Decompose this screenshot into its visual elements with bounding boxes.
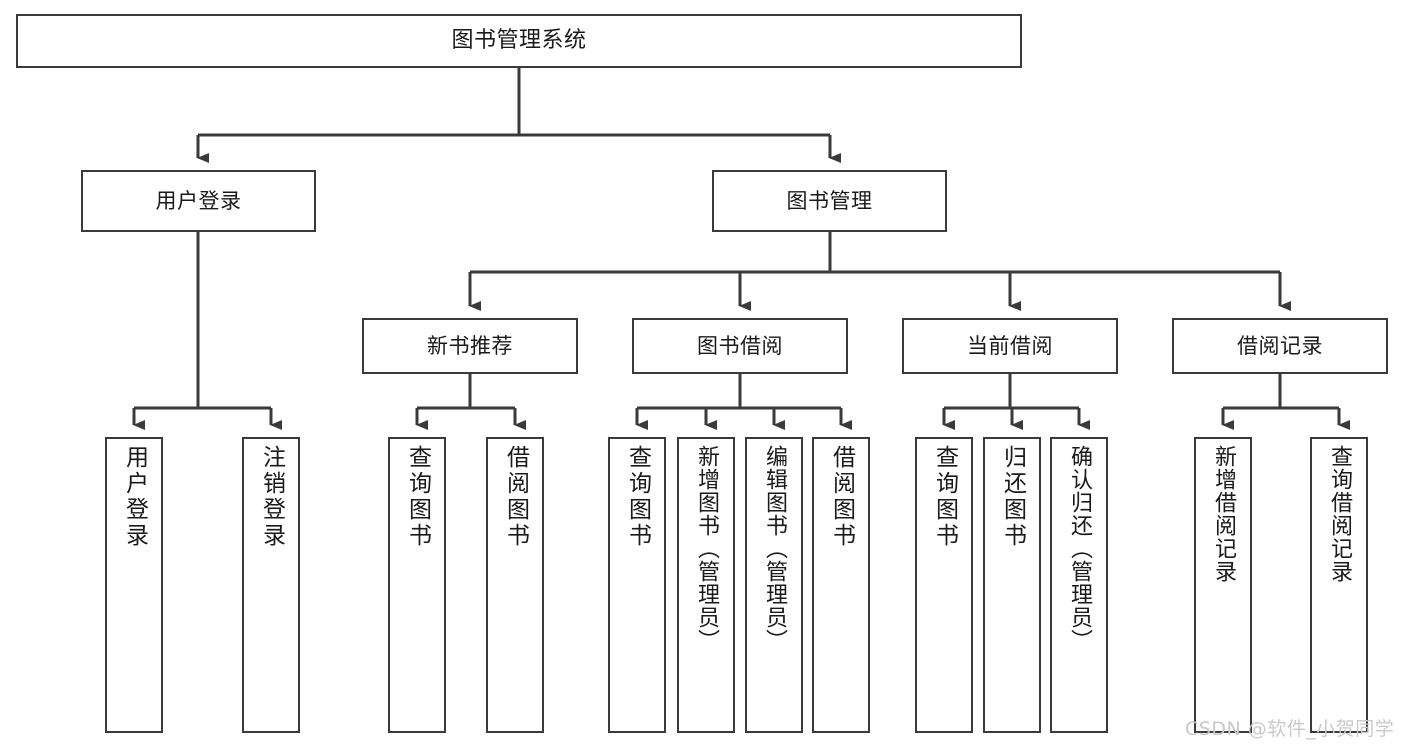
leaf-add-book-admin[interactable]: 新增图书（管理员） — [677, 437, 735, 733]
node-user-login[interactable]: 用户登录 — [81, 170, 316, 232]
node-label: 新增借阅记录 — [1211, 445, 1236, 583]
leaf-user-login[interactable]: 用户登录 — [105, 437, 163, 733]
leaf-return-book[interactable]: 归还图书 — [983, 437, 1041, 733]
leaf-query-borrow-record[interactable]: 查询借阅记录 — [1310, 437, 1368, 733]
csdn-watermark: CSDN @软件_小贺同学 — [1185, 718, 1395, 740]
leaf-query-book-borrow[interactable]: 查询图书 — [608, 437, 666, 733]
leaf-query-book-recommend[interactable]: 查询图书 — [388, 437, 446, 733]
node-label: 查询借阅记录 — [1327, 445, 1352, 583]
node-book-management[interactable]: 图书管理 — [712, 170, 947, 232]
leaf-edit-book-admin[interactable]: 编辑图书（管理员） — [745, 437, 803, 733]
node-label: 图书管理 — [786, 188, 873, 213]
node-label: 新增图书（管理员） — [694, 445, 719, 652]
node-new-book-recommend[interactable]: 新书推荐 — [362, 318, 578, 374]
node-label: 当前借阅 — [967, 333, 1053, 358]
node-current-borrow[interactable]: 当前借阅 — [902, 318, 1118, 374]
node-label: 查询图书 — [931, 445, 958, 549]
node-label: 用户登录 — [121, 445, 148, 549]
node-label: 确认归还（管理员） — [1067, 445, 1092, 652]
node-label: 图书管理系统 — [451, 28, 587, 54]
node-label: 借阅图书 — [828, 445, 855, 549]
leaf-query-book-current[interactable]: 查询图书 — [915, 437, 973, 733]
node-borrow-record[interactable]: 借阅记录 — [1172, 318, 1388, 374]
leaf-add-borrow-record[interactable]: 新增借阅记录 — [1194, 437, 1252, 733]
node-book-borrow[interactable]: 图书借阅 — [632, 318, 848, 374]
leaf-logout[interactable]: 注销登录 — [242, 437, 300, 733]
leaf-confirm-return-admin[interactable]: 确认归还（管理员） — [1050, 437, 1108, 733]
node-root-book-management-system[interactable]: 图书管理系统 — [16, 14, 1022, 68]
node-label: 查询图书 — [624, 445, 651, 549]
leaf-borrow-book-recommend[interactable]: 借阅图书 — [486, 437, 544, 733]
node-label: 注销登录 — [258, 445, 285, 549]
leaf-borrow-book[interactable]: 借阅图书 — [812, 437, 870, 733]
node-label: 归还图书 — [999, 445, 1026, 549]
node-label: 借阅图书 — [502, 445, 529, 549]
node-label: 编辑图书（管理员） — [762, 445, 787, 652]
node-label: 借阅记录 — [1237, 333, 1323, 358]
node-label: 新书推荐 — [427, 333, 513, 358]
node-label: 用户登录 — [155, 188, 242, 213]
node-label: 图书借阅 — [697, 333, 783, 358]
node-label: 查询图书 — [404, 445, 431, 549]
